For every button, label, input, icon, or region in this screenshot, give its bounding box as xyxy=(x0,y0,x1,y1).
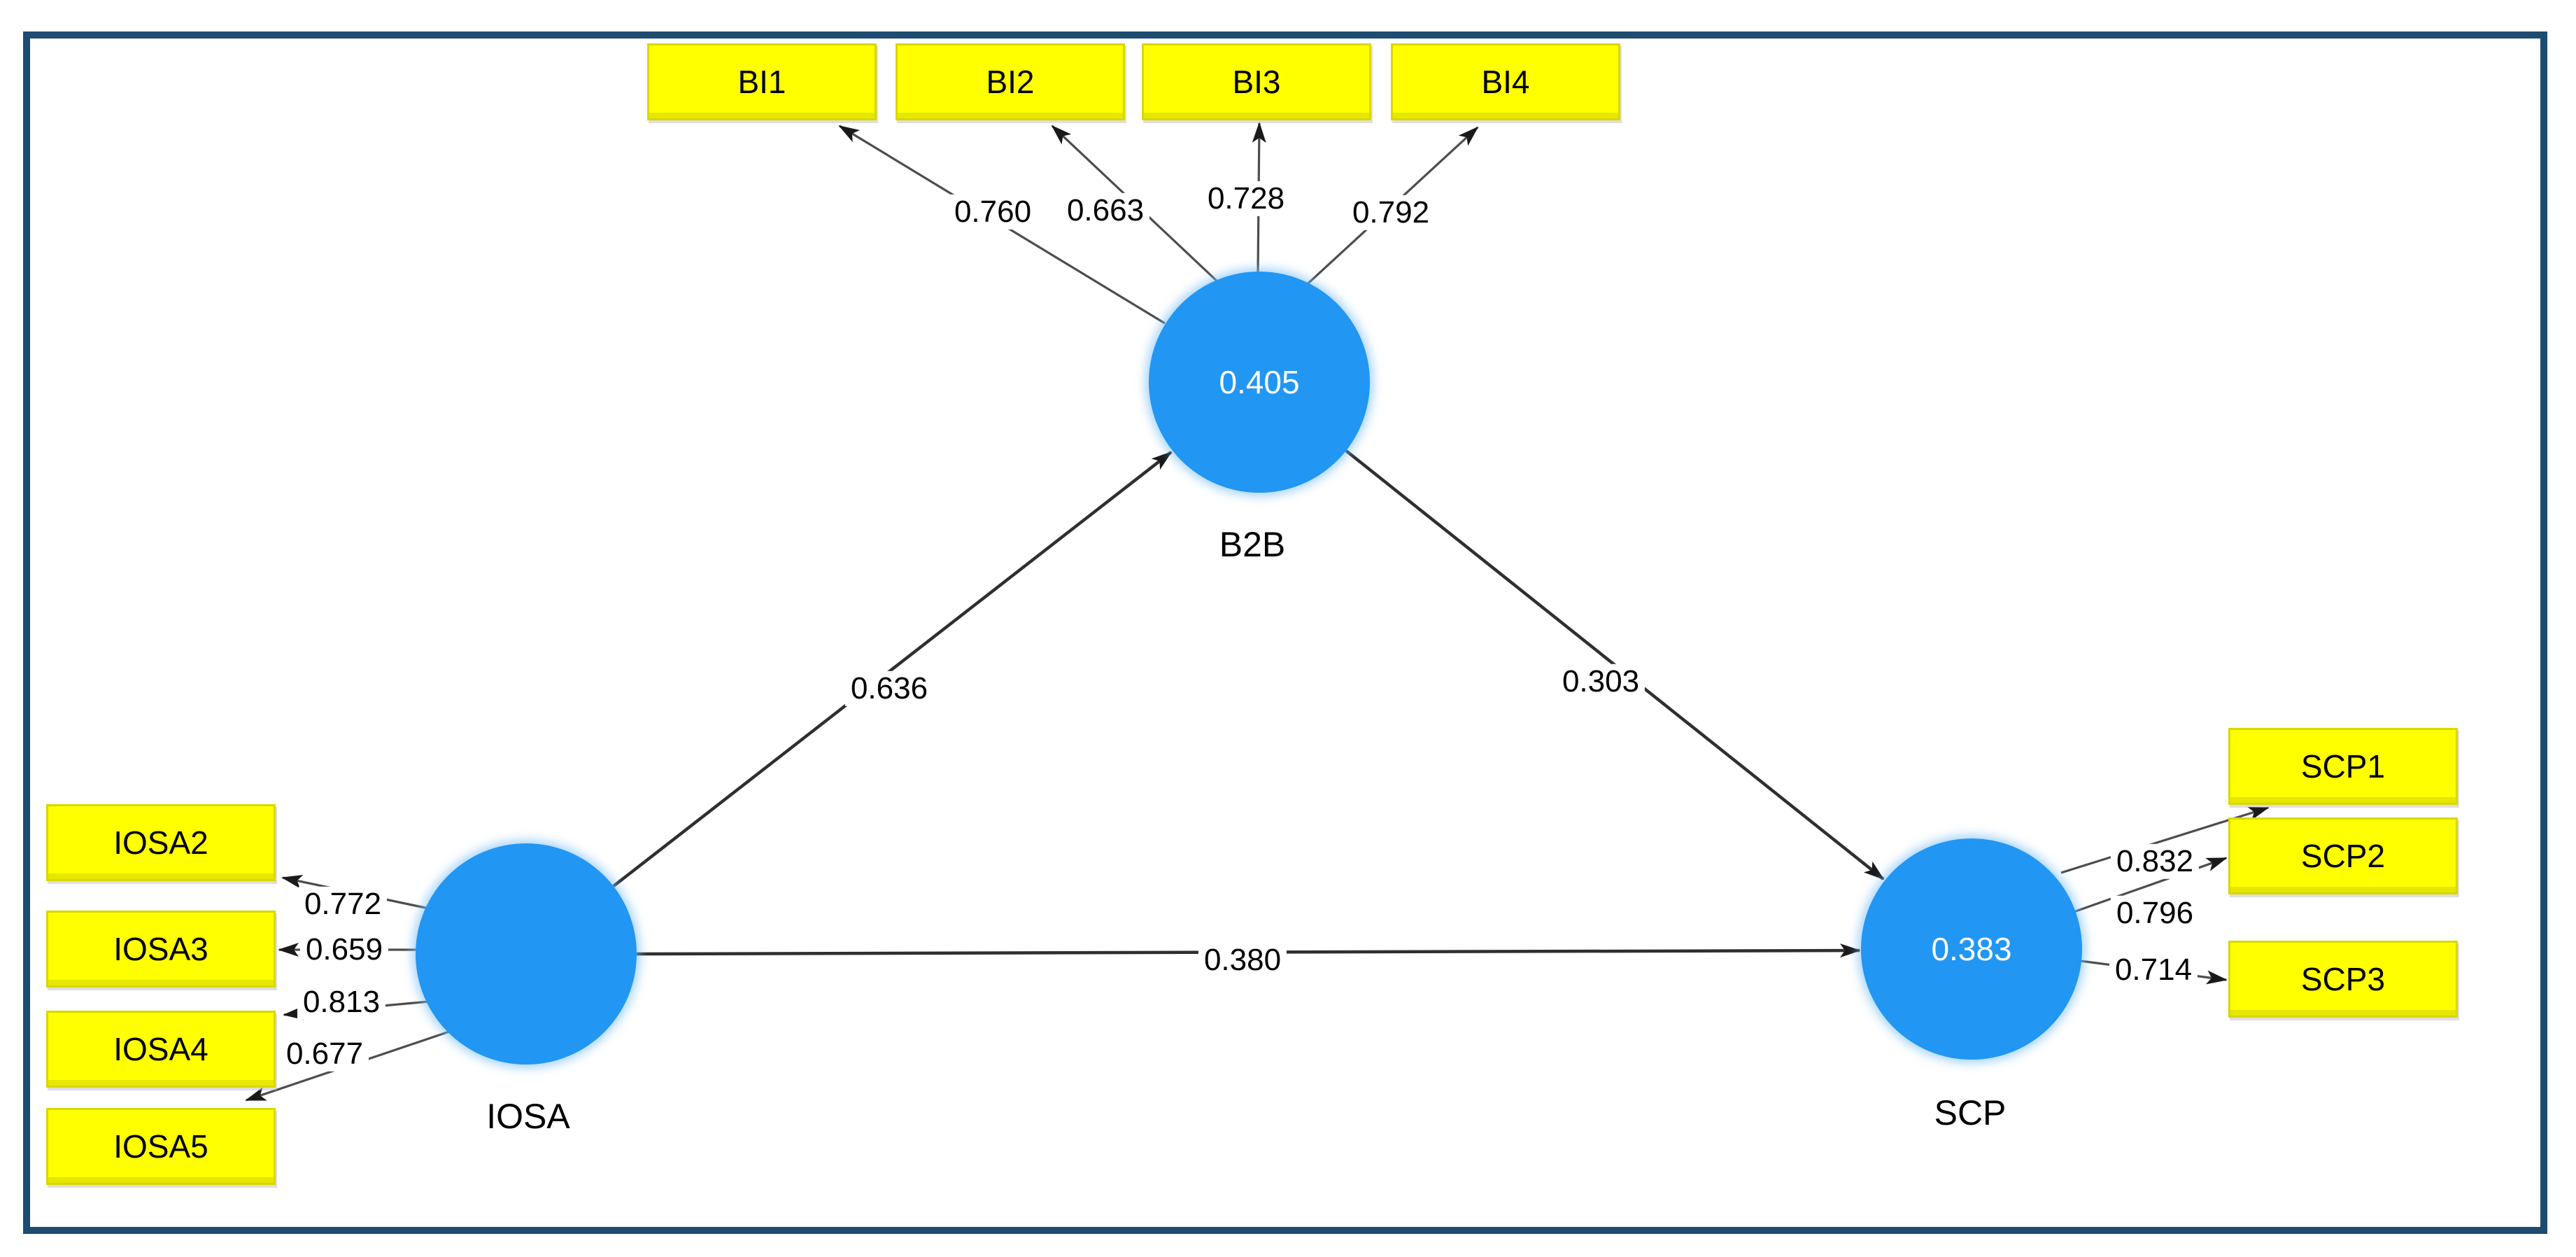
indicator-box-bi1[interactable]: BI1 xyxy=(647,43,877,120)
r-squared-scp: 0.383 xyxy=(1931,931,2012,967)
indicator-label-iosa4: IOSA4 xyxy=(113,1031,208,1067)
indicator-label-bi3: BI3 xyxy=(1232,64,1281,100)
loading-value-iosa3: 0.659 xyxy=(299,932,389,968)
construct-circle-scp[interactable]: 0.383 xyxy=(1861,838,2082,1060)
indicator-box-bi4[interactable]: BI4 xyxy=(1391,43,1620,120)
indicator-box-scp1[interactable]: SCP1 xyxy=(2228,728,2458,805)
loading-value-iosa2: 0.772 xyxy=(298,886,388,922)
indicator-box-bi2[interactable]: BI2 xyxy=(896,43,1125,120)
indicator-label-iosa2: IOSA2 xyxy=(113,824,208,861)
indicator-box-iosa2[interactable]: IOSA2 xyxy=(46,804,276,881)
indicator-box-scp2[interactable]: SCP2 xyxy=(2228,817,2458,894)
loading-value-bi1: 0.760 xyxy=(948,194,1038,230)
indicator-label-bi4: BI4 xyxy=(1481,64,1530,100)
loading-value-iosa5: 0.677 xyxy=(280,1036,369,1072)
indicator-label-scp3: SCP3 xyxy=(2300,961,2386,997)
indicator-label-scp2: SCP2 xyxy=(2300,838,2386,874)
construct-label-iosa: IOSA xyxy=(486,1097,570,1136)
indicator-label-iosa5: IOSA5 xyxy=(113,1128,208,1165)
path-coefficient-iosa-scp: 0.380 xyxy=(1198,942,1287,978)
indicator-box-iosa4[interactable]: IOSA4 xyxy=(46,1011,276,1088)
construct-circle-iosa[interactable] xyxy=(416,843,637,1065)
loading-value-bi2: 0.663 xyxy=(1061,192,1150,229)
loading-value-scp1: 0.832 xyxy=(2110,843,2200,880)
indicator-box-iosa5[interactable]: IOSA5 xyxy=(46,1108,276,1185)
path-coefficient-b2b-scp: 0.303 xyxy=(1556,663,1646,700)
loading-value-scp3: 0.714 xyxy=(2109,952,2198,988)
construct-circle-b2b[interactable]: 0.405 xyxy=(1149,272,1370,493)
loading-value-scp2: 0.796 xyxy=(2110,895,2200,932)
construct-label-scp: SCP xyxy=(1934,1093,2007,1132)
diagram-frame xyxy=(23,31,2547,1234)
indicator-box-scp3[interactable]: SCP3 xyxy=(2228,941,2458,1018)
loading-value-iosa4: 0.813 xyxy=(297,984,386,1020)
indicator-label-iosa3: IOSA3 xyxy=(113,931,208,967)
path-coefficient-iosa-b2b: 0.636 xyxy=(844,670,934,707)
path-arrow-iosa-b2b[interactable] xyxy=(612,451,1173,887)
indicator-box-bi3[interactable]: BI3 xyxy=(1142,43,1371,120)
indicator-label-scp1: SCP1 xyxy=(2300,748,2386,785)
indicator-box-iosa3[interactable]: IOSA3 xyxy=(46,911,276,988)
indicator-label-bi1: BI1 xyxy=(737,64,786,100)
loading-arrow-scp-scp2[interactable] xyxy=(2073,857,2228,913)
loading-value-bi4: 0.792 xyxy=(1346,195,1436,231)
loading-value-bi3: 0.728 xyxy=(1201,181,1291,217)
r-squared-b2b: 0.405 xyxy=(1219,364,1300,400)
indicator-label-bi2: BI2 xyxy=(986,64,1035,100)
construct-label-b2b: B2B xyxy=(1219,525,1286,564)
